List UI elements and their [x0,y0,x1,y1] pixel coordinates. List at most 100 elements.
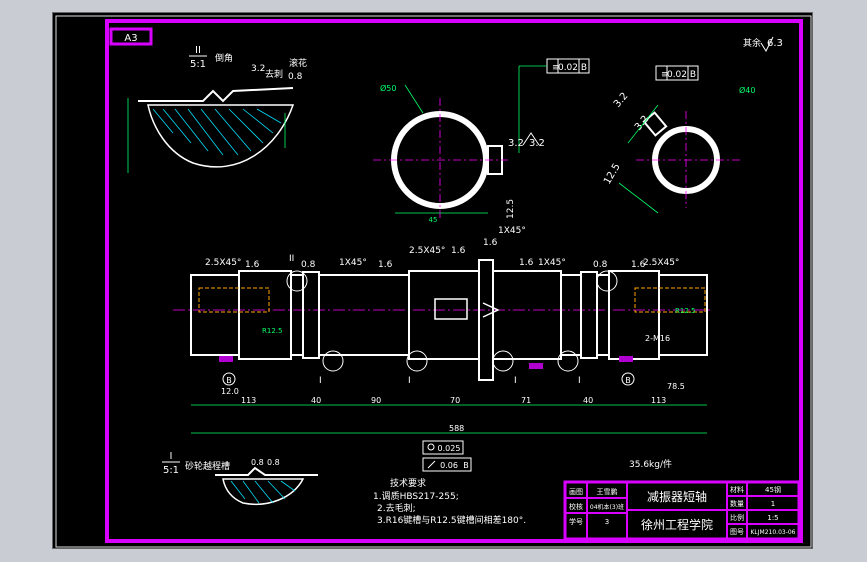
section-left-r1: 3.2 [508,138,524,149]
detail-i-d2: 0.8 [267,458,280,467]
detail-ii-sharp: 去刺 [265,68,283,80]
hole-note: 2-M16 [645,334,670,343]
roughness-6: 1.6 [631,260,646,270]
roughness-1: 1.6 [245,260,260,270]
tb-r-3-label: 图号 [730,528,744,536]
section-left: Ø50 ≡ 0.02 B 3.2 3.2 45 12.5 [373,58,590,224]
roughness-7: 0.8 [593,260,608,270]
section-right-dia: Ø40 [739,85,755,95]
tb-l-0-value: 王雪鹏 [597,487,618,496]
chamfer-3: 2.5X45° [409,246,445,256]
tb-school: 徐州工程学院 [641,517,713,532]
section-right: Ø40 ≡ 0.02 B 3.2 3.2 12.5 其余 6.3 [602,36,783,214]
tb-l-2-value: 3 [605,518,609,526]
title-block: 画图 王雪鹏 校核 04机本(3)班 学号 3 减振器短轴 徐州工程学院 材料 … [563,480,801,541]
engineering-drawing: A3 II 5:1 倒角 去刺 滚花 3.2 0.8 Ø50 ≡ [55,15,812,548]
shaft-marker-i-3: I [514,376,517,386]
chamfer-5: 1X45° [538,258,566,268]
detail-ii-r1: 3.2 [251,64,265,74]
main-shaft: B B II I I I I 2.5X45° 1X45° 2.5X45° 1X4… [173,226,713,472]
section-left-r2: 3.2 [529,138,545,149]
detail-ii-scale: 5:1 [190,59,206,70]
dim-6: 40 [583,396,593,405]
parallel-datum: B [463,461,469,470]
detail-ii-r2: 0.8 [288,72,303,82]
shaft-marker-i-2: I [408,376,411,386]
dim-extra-left: 12.0 [221,387,239,396]
detail-i-groove: 砂轮越程槽 [185,460,230,472]
roughness-2: 0.8 [301,260,316,270]
tech-requirements: 技术要求 1.调质HBS217-255; 2.去毛刺; 3.R16键槽与R12.… [373,477,526,526]
section-left-datum: B [581,63,587,73]
section-right-r1: 3.2 [612,91,631,110]
tech-title: 技术要求 [390,477,426,489]
sheet-size-box [109,27,153,46]
chamfer-6: 2.5X45° [643,258,679,268]
tb-l-2-label: 学号 [569,517,583,526]
dim-extra-right: 78.5 [667,382,685,391]
dim-overall: 588 [449,424,464,433]
detail-ii-label: II [195,45,201,56]
dim-1: 113 [241,396,256,405]
section-left-keyway: 12.5 [506,199,516,219]
detail-i-label: I [170,451,173,462]
tech-line-1: 1.调质HBS217-255; [373,490,459,502]
radius-right: R12.5 [675,307,695,315]
svg-text:≡: ≡ [552,63,560,73]
section-right-width: 12.5 [602,162,623,187]
tb-r-2-label: 比例 [730,513,744,522]
tb-r-1-value: 1 [771,500,775,508]
drawing-sheet: A3 II 5:1 倒角 去刺 滚花 3.2 0.8 Ø50 ≡ [52,12,813,549]
detail-i-scale: 5:1 [163,465,179,476]
detail-ii-chamfer: 倒角 [215,52,233,64]
mass-label: 35.6kg/件 [629,458,672,470]
roughness-8: 1.6 [483,238,498,248]
tech-line-3: 3.R16键槽与R12.5键槽间相差180°. [377,514,526,526]
tb-r-2-value: 1:5 [767,514,778,522]
shaft-marker-i-1: I [319,376,322,386]
svg-text:≡: ≡ [661,70,669,80]
dim-5: 71 [521,396,531,405]
section-right-tol: 0.02 [667,70,687,80]
tb-r-3-value: KLJM210.03-06 [750,529,795,536]
tb-r-0-value: 45钢 [765,485,781,494]
chamfer-4: 1X45° [498,226,526,236]
section-left-depth: 45 [429,216,438,224]
section-left-dia: Ø50 [380,83,396,93]
tb-l-0-label: 画图 [569,488,583,496]
rest-roughness-label: 其余 [743,37,761,49]
dim-2: 40 [311,396,321,405]
detail-ii-rolled: 滚花 [289,57,307,69]
dim-3: 90 [371,396,381,405]
inner-frame [105,19,803,543]
chamfer-1: 2.5X45° [205,258,241,268]
sheet-size-label: A3 [124,33,137,44]
roughness-4: 1.6 [451,246,466,256]
shaft-marker-ii: II [289,254,294,264]
datum-b-right: B [625,376,631,385]
tb-r-1-label: 数量 [730,499,744,508]
detail-i-d1: 0.8 [251,458,264,467]
tb-part-name: 减振器短轴 [647,489,707,504]
radius-left: R12.5 [262,327,282,335]
tb-l-1-label: 校核 [569,502,583,511]
section-left-tol: 0.02 [558,63,578,73]
dim-4: 70 [450,396,460,405]
rest-roughness-value: 6.3 [767,38,783,49]
tb-r-0-label: 材料 [730,485,744,494]
runout-value: 0.025 [438,444,461,453]
section-right-datum: B [690,70,696,80]
dim-7: 113 [651,396,666,405]
parallel-value: 0.06 [440,461,458,470]
detail-i: I 5:1 砂轮越程槽 0.8 0.8 [162,451,318,505]
tech-line-2: 2.去毛刺; [377,502,416,514]
tb-l-1-value: 04机本(3)班 [590,503,624,511]
roughness-5: 1.6 [519,258,534,268]
outer-border [55,15,812,548]
datum-b-left: B [226,376,232,385]
shaft-marker-i-4: I [578,376,581,386]
chamfer-2: 1X45° [339,258,367,268]
roughness-3: 1.6 [378,260,393,270]
detail-ii: II 5:1 倒角 去刺 滚花 3.2 0.8 [127,45,307,173]
